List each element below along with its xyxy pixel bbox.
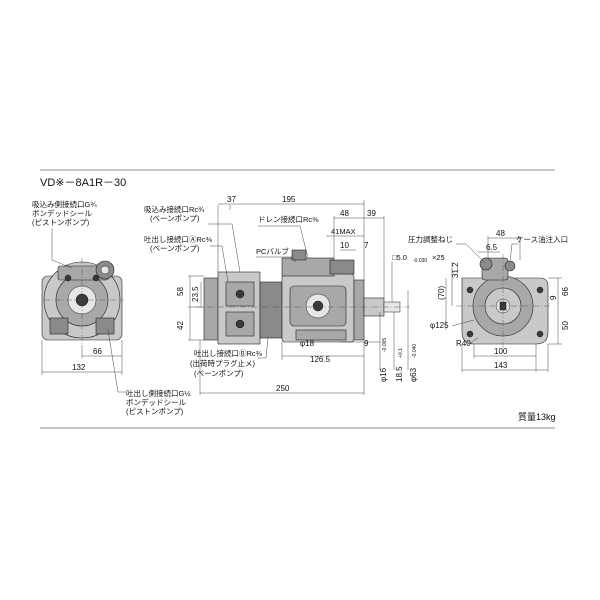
dim-42: 42 — [176, 321, 185, 330]
dim-phi16-tol: -0.005 — [382, 338, 388, 352]
label-pc-valve: PCバルブ — [256, 246, 289, 256]
dim-key-length: ×25 — [432, 253, 445, 262]
label-discharge-a-type: (ベーンポンプ) — [150, 244, 200, 253]
dim-key-tol: -0.030 — [413, 258, 427, 264]
dim-7: 7 — [364, 241, 369, 250]
label-suction-type: (ピストンポンプ) — [32, 218, 90, 227]
dim-126-5: 126.5 — [310, 355, 331, 364]
dim-195: 195 — [282, 195, 296, 204]
dim-phi63: φ63 — [409, 367, 418, 382]
dim-143: 143 — [494, 361, 508, 370]
dim-phi63-tol: -0.040 — [412, 344, 418, 358]
label-suction-seal: ボンデッドシール — [32, 208, 92, 218]
label-suction-port: 吸込み側接続口G¾ — [32, 199, 97, 209]
label-suction-port-vane: 吸込み接続口Rc¾ — [144, 204, 205, 214]
label-suction-port-vane-type: (ベーンポンプ) — [150, 214, 200, 223]
label-discharge-piston-seal: ボンデッドシール — [126, 397, 186, 407]
mass-label: 質量13kg — [518, 411, 556, 422]
left-end-view — [41, 258, 124, 345]
label-discharge-piston-type: (ピストンポンプ) — [126, 407, 184, 416]
dim-41max: 41MAX — [331, 227, 356, 236]
label-pressure-screw: 圧力調整ねじ — [408, 234, 453, 244]
label-discharge-piston: 吐出し側接続口G½ — [126, 388, 191, 398]
dim-phi18: φ18 — [300, 339, 315, 348]
dim-37: 37 — [227, 195, 236, 204]
dim-250: 250 — [276, 384, 290, 393]
dim-9: 9 — [364, 339, 369, 348]
dim-10: 10 — [340, 241, 349, 250]
label-discharge-b-note: (出荷時プラグ止メ) — [190, 358, 255, 368]
dim-r40: R40 — [456, 339, 471, 348]
dim-66-left: 66 — [93, 347, 102, 356]
dim-31-2: 31.2 — [451, 262, 460, 278]
dim-18-5: 18.5 — [395, 366, 404, 382]
dim-phi125: φ125 — [430, 321, 449, 330]
model-title: VD※－8A1R－30 — [40, 177, 126, 189]
dim-phi16: φ16 — [379, 367, 388, 382]
dim-key: □5.0 — [392, 253, 407, 262]
dim-23-5: 23.5 — [191, 286, 200, 302]
dim-48-side: 48 — [340, 209, 349, 218]
right-end-view — [456, 254, 552, 350]
dim-6-5: 6.5 — [486, 243, 498, 252]
dim-58: 58 — [176, 287, 185, 296]
label-case-oil-port: ケース油注入口 — [516, 234, 568, 244]
label-drain-port: ドレン接続口Rc⅜ — [258, 214, 319, 224]
dim-132: 132 — [72, 363, 86, 372]
dim-66-right: 66 — [561, 287, 570, 296]
side-view — [196, 249, 410, 345]
dim-48-right: 48 — [496, 229, 505, 238]
dim-39: 39 — [367, 209, 376, 218]
dim-18-5-tol: +0.1 — [398, 348, 404, 358]
dim-70: (70) — [437, 285, 446, 300]
label-discharge-b: 吐出し接続口ⒷRc⅜ — [194, 348, 263, 358]
dim-50: 50 — [561, 321, 570, 330]
label-discharge-a: 吐出し接続口ⒶRc⅜ — [144, 234, 213, 244]
dim-100: 100 — [494, 347, 508, 356]
dim-9-right: 9 — [549, 295, 558, 300]
label-discharge-b-type: (ベーンポンプ) — [194, 369, 244, 378]
